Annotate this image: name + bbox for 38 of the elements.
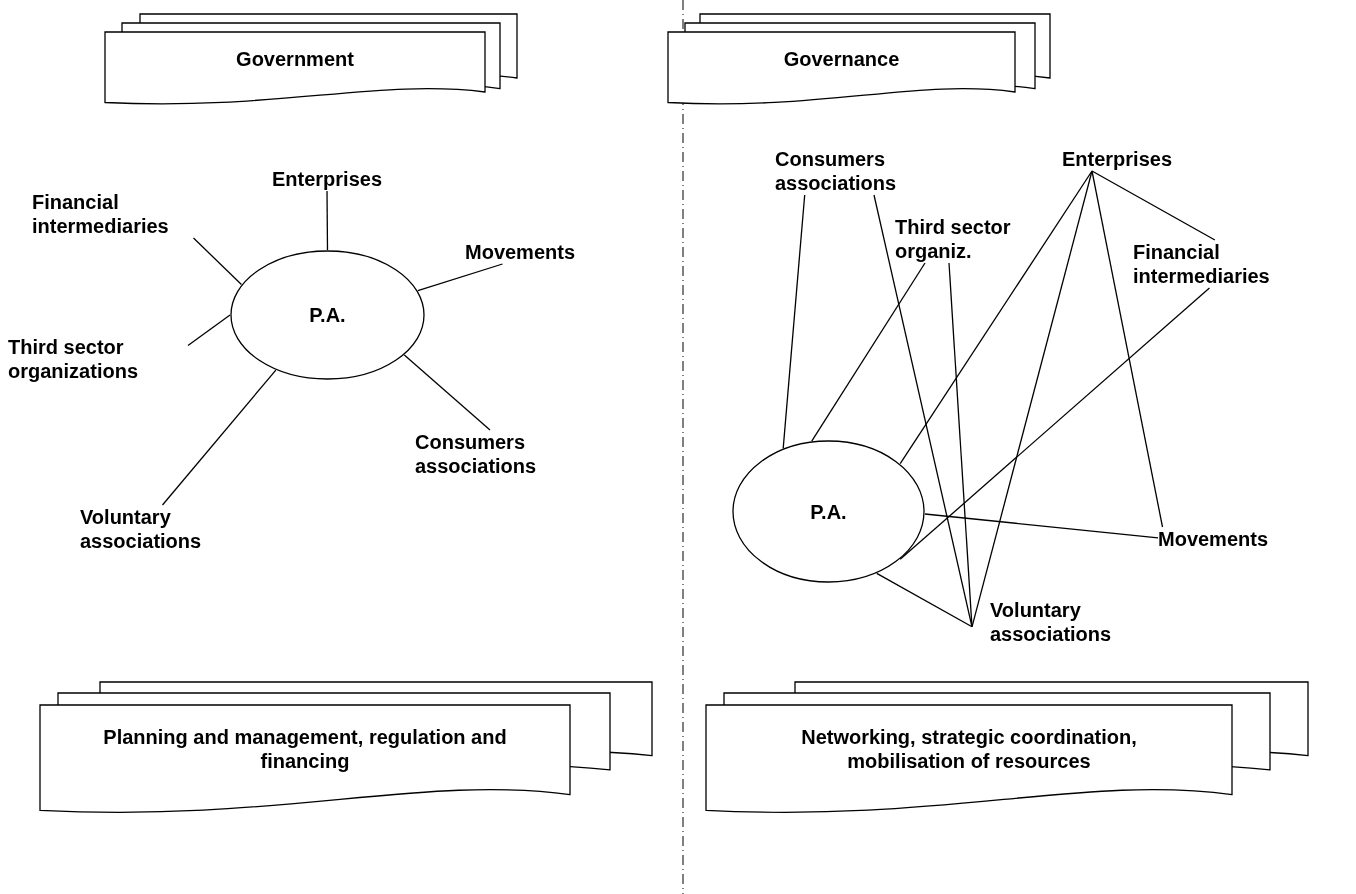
connector-line <box>782 194 806 449</box>
actor-label: Movements <box>465 240 615 264</box>
actor-label: Enterprises <box>272 167 397 191</box>
document-label: Government <box>235 47 355 72</box>
actor-label: Consumers associations <box>415 430 565 478</box>
stacked-document-shape <box>668 14 1050 107</box>
connector-line <box>403 354 491 431</box>
connector-line <box>899 170 1093 465</box>
connector-line <box>924 513 1159 539</box>
actor-label: Movements <box>1158 527 1308 551</box>
actor-label: Enterprises <box>1062 147 1212 171</box>
document-label: Networking, strategic coordination, mobilisation of resources <box>800 724 1138 774</box>
actor-label: Voluntary associations <box>972 598 1175 646</box>
actor-label: Third sector organiz. <box>895 215 1045 263</box>
connector-line <box>899 287 1211 560</box>
ellipse-node <box>732 440 925 583</box>
connector-line <box>1091 170 1164 528</box>
connector-line <box>876 572 973 628</box>
actor-label: Financial intermediaries <box>1133 240 1315 288</box>
connector-line <box>326 190 329 251</box>
connector-line <box>948 262 973 628</box>
connector-line <box>192 237 243 286</box>
document-label: Governance <box>782 47 901 72</box>
ellipse-label: P.A. <box>809 499 848 525</box>
connector-line <box>971 170 1093 628</box>
actor-label: Consumers associations <box>775 147 940 195</box>
connector-line <box>811 262 926 442</box>
document-label: Planning and management, regulation and financing <box>102 724 508 774</box>
ellipse-label: P.A. <box>308 303 347 328</box>
actor-label: Third sector organizations <box>8 335 188 383</box>
connector-line <box>161 369 277 506</box>
connector-line <box>1091 170 1216 241</box>
actor-label: Voluntary associations <box>80 505 245 553</box>
ellipse-node <box>230 250 425 380</box>
connector-line <box>417 263 504 292</box>
connector-line <box>187 314 231 347</box>
stacked-document-shape <box>105 14 517 107</box>
actor-label: Financial intermediaries <box>32 190 202 238</box>
